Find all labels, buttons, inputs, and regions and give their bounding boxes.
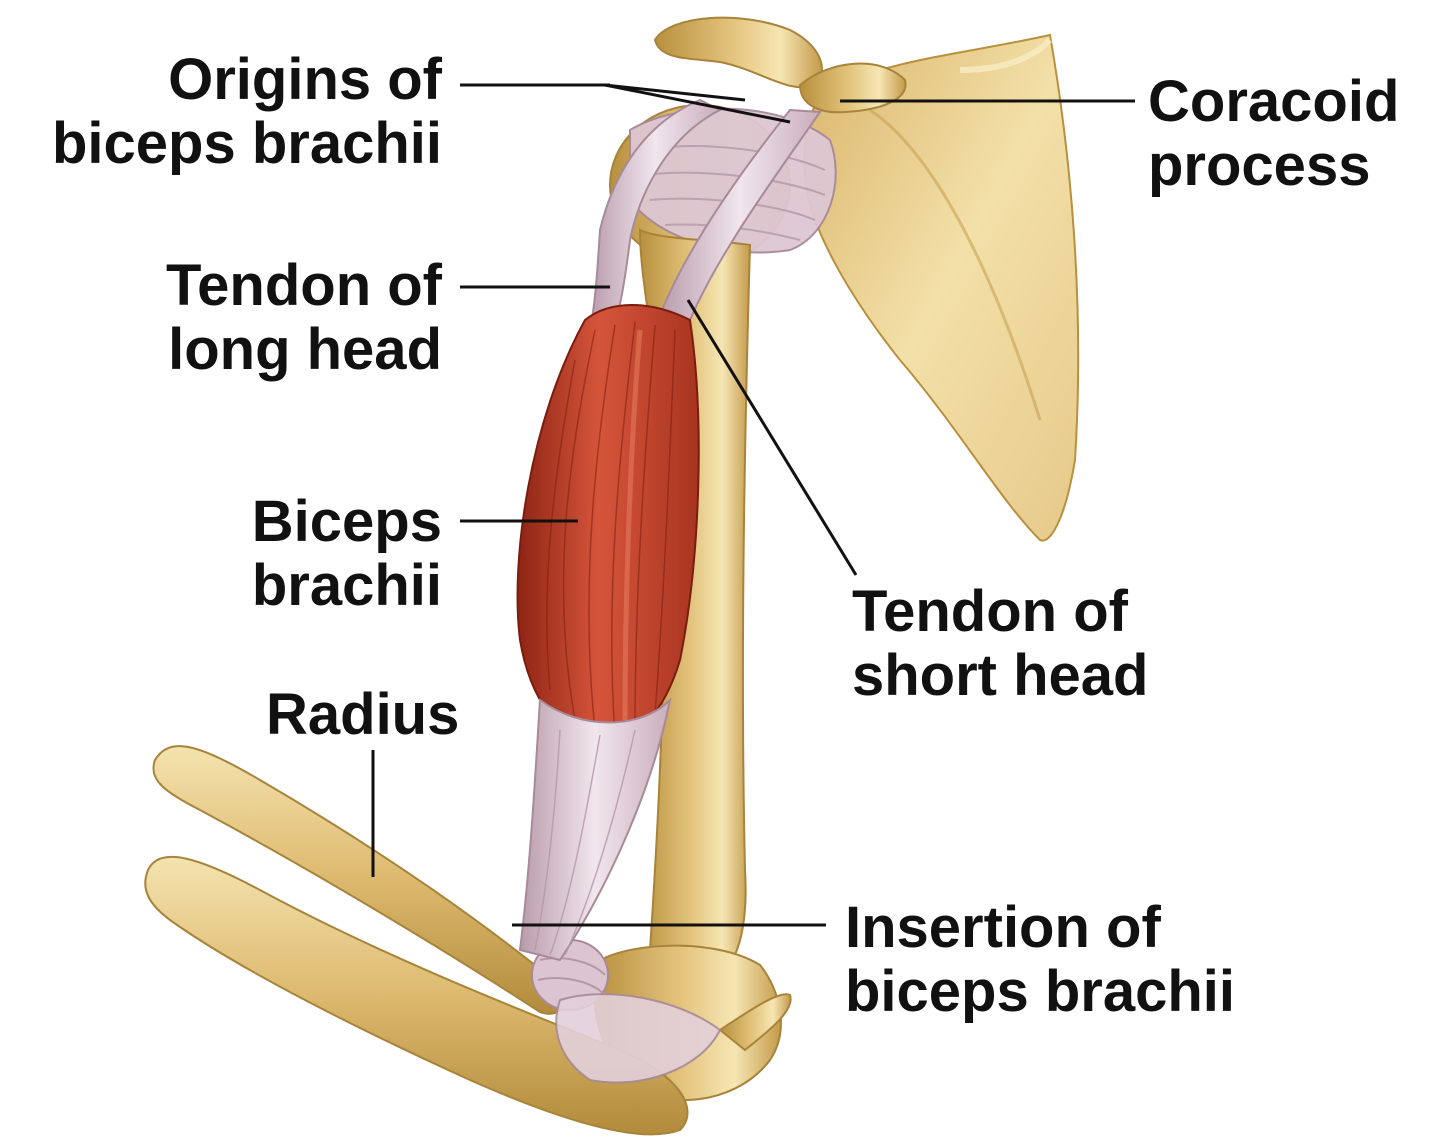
- label-tendon-short-head: Tendon of short head: [852, 580, 1149, 708]
- acromion: [655, 18, 822, 88]
- label-radius: Radius: [266, 683, 459, 747]
- label-insertion: Insertion of biceps brachii: [845, 896, 1235, 1024]
- label-tendon-long-head: Tendon of long head: [100, 254, 442, 382]
- label-coracoid-process: Coracoid process: [1148, 70, 1399, 198]
- label-origins: Origins of biceps brachii: [10, 48, 442, 176]
- label-biceps-brachii: Biceps brachii: [150, 490, 442, 618]
- distal-tendon: [520, 700, 670, 960]
